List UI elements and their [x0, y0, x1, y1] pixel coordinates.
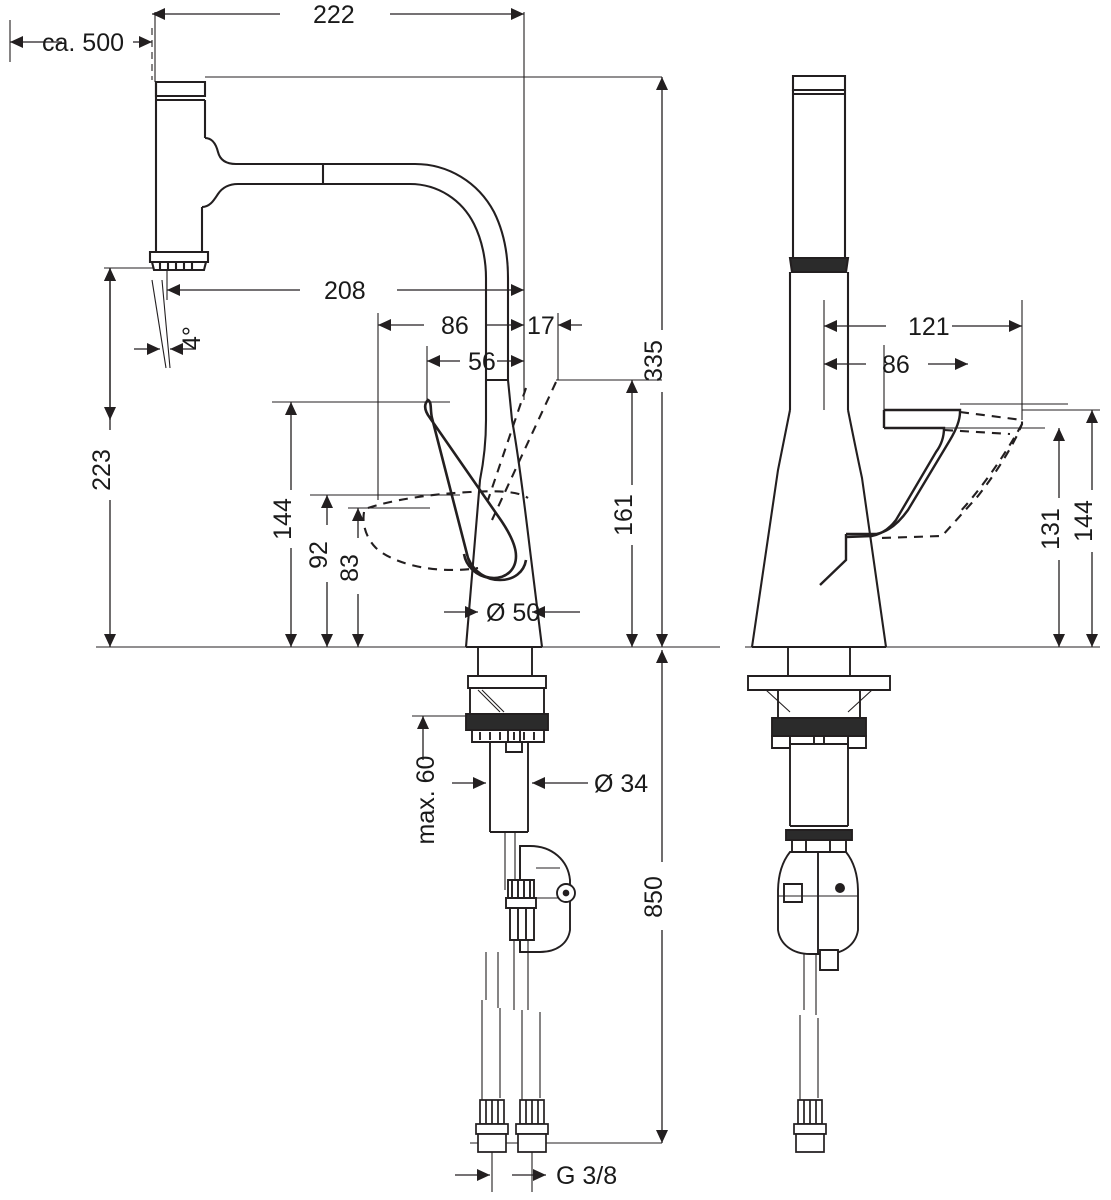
dimension-angle-4: 4°: [134, 279, 206, 369]
dimension-131: 131: [1037, 428, 1065, 647]
dimension-label-max60: max. 60: [412, 756, 440, 845]
dimension-g38: G 3/8: [455, 1162, 617, 1190]
side-view-lever-ghost: [879, 410, 1024, 540]
side-view-hose-fitting: [793, 1099, 827, 1153]
dimension-144-side: 144: [1070, 410, 1098, 647]
dimension-label-144-side: 144: [1070, 500, 1098, 542]
dimension-label-g38: G 3/8: [556, 1162, 617, 1190]
dimension-17: 17: [527, 312, 582, 340]
dimension-86: 86: [378, 312, 524, 340]
dimension-86-side: 86: [824, 351, 968, 379]
front-view-spout-arm: [201, 136, 510, 380]
dimension-label-121: 121: [908, 313, 950, 341]
dimension-label-86: 86: [441, 312, 469, 340]
dimension-label-335: 335: [640, 340, 668, 382]
dimension-161: 161: [610, 380, 638, 647]
dimension-label-dia50: Ø 50: [486, 599, 540, 627]
dimension-label-17: 17: [527, 312, 555, 340]
dimension-label-223: 223: [88, 449, 116, 491]
front-view-mounting-stem: [465, 647, 576, 1100]
side-view-lever: [819, 408, 962, 586]
dimension-56: 56: [427, 348, 524, 376]
dimension-ca500: ca. 500: [10, 29, 152, 57]
dimension-label-92: 92: [305, 541, 333, 569]
dimension-83: 83: [336, 508, 364, 647]
dimension-208: 208: [167, 277, 524, 305]
side-view-spray-column: [750, 74, 888, 649]
dimension-335: 335: [640, 77, 668, 647]
front-view-spray-head: [148, 80, 210, 272]
dimension-223: 223: [88, 268, 116, 647]
dimension-121: 121: [824, 313, 1022, 341]
dimension-label-222: 222: [313, 1, 355, 29]
extension-lines: [9, 12, 1100, 1192]
dimension-label-161: 161: [610, 494, 638, 536]
dimension-dia34: Ø 34: [452, 770, 648, 798]
front-view-hose-fittings: [475, 1099, 549, 1153]
side-view-mounting-stem: [747, 647, 891, 1100]
dimension-92: 92: [305, 495, 333, 647]
dimension-222: 222: [152, 1, 524, 29]
dimension-144-front: 144: [269, 402, 297, 647]
dimension-850: 850: [640, 650, 668, 1143]
dimension-max60: max. 60: [412, 716, 440, 844]
dimension-label-dia34: Ø 34: [594, 770, 648, 798]
dimension-label-83: 83: [336, 554, 364, 582]
dimension-label-56: 56: [468, 348, 496, 376]
dimension-label-208: 208: [324, 277, 366, 305]
dimension-dia50: Ø 50: [444, 599, 580, 627]
dimension-label-86-side: 86: [882, 351, 910, 379]
dimension-label-144-front: 144: [269, 498, 297, 540]
dimension-label-131: 131: [1037, 508, 1065, 550]
front-view-lever: [423, 398, 528, 582]
dimension-label-ca500: ca. 500: [42, 29, 124, 57]
dimension-label-850: 850: [640, 876, 668, 918]
front-view-lever-ghost: [362, 381, 557, 571]
dimension-label-4deg: 4°: [178, 326, 206, 350]
